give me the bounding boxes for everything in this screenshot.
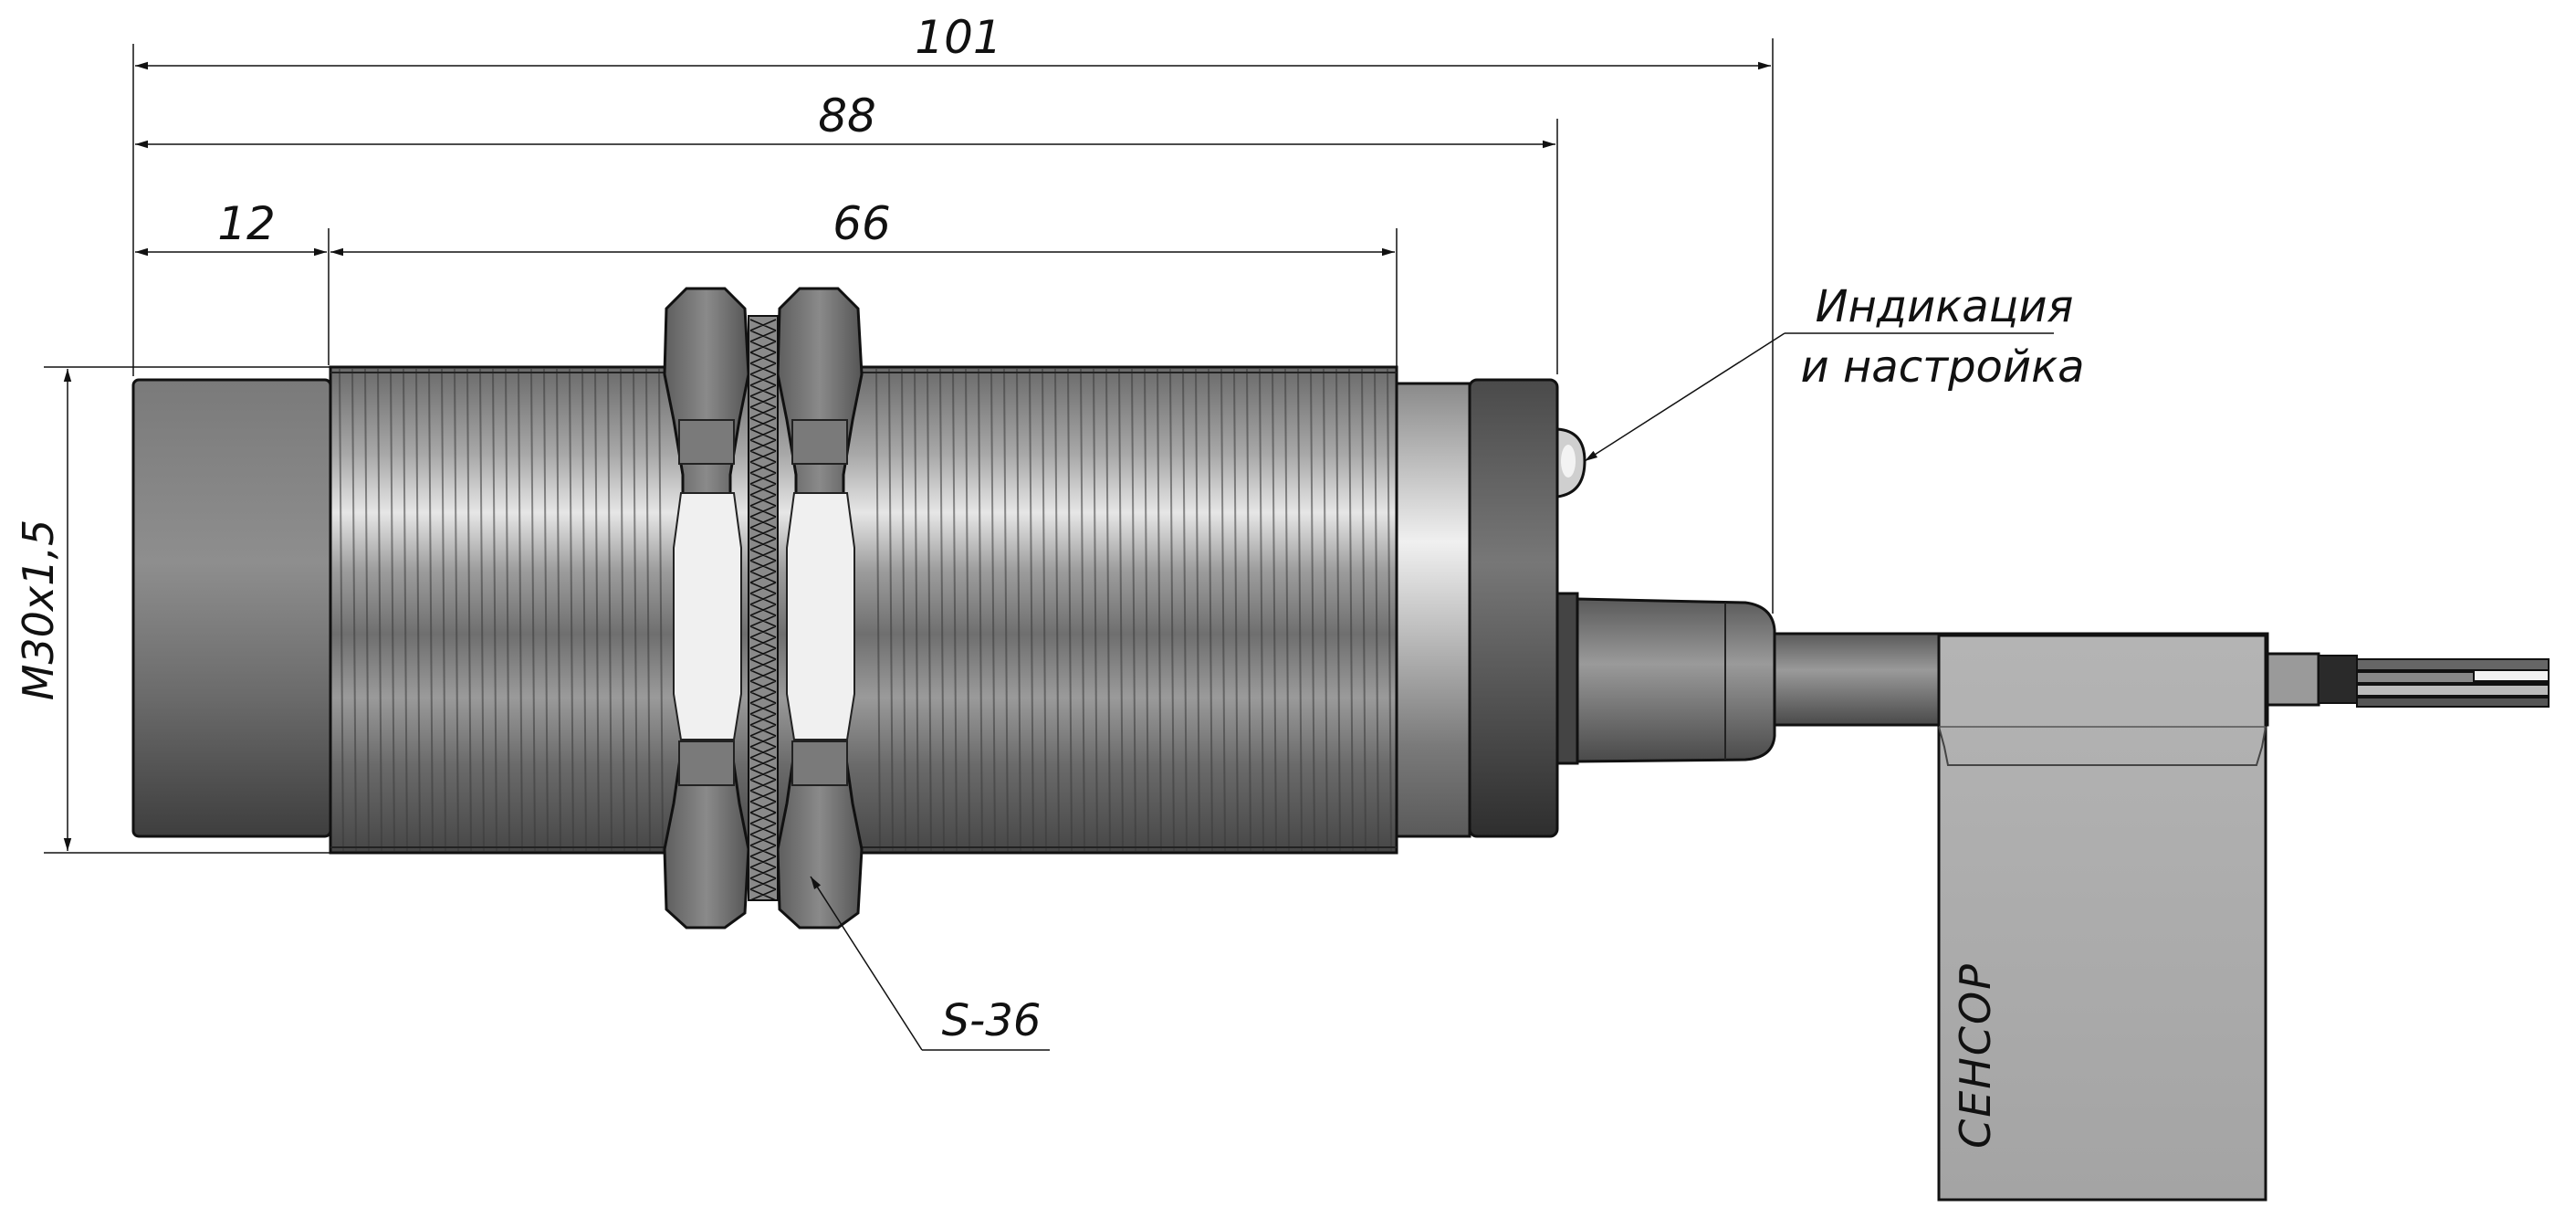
thread-line: [1335, 368, 1341, 852]
thread-line: [914, 368, 919, 852]
thread-line: [1220, 368, 1226, 852]
thread-line: [952, 368, 958, 852]
nut-left: [663, 287, 750, 929]
thread-line: [403, 368, 408, 852]
thread-line: [1284, 368, 1290, 852]
thread-line: [620, 368, 625, 852]
extension-lines: [44, 38, 1774, 854]
thread-line: [990, 368, 996, 852]
thread-line: [658, 368, 664, 852]
thread-line: [1387, 368, 1392, 852]
thread-line: [339, 368, 344, 852]
thread-line: [939, 368, 945, 852]
thread-line: [1246, 368, 1251, 852]
thread-line: [888, 368, 894, 852]
thread-line: [1118, 368, 1124, 852]
thread-line: [901, 368, 906, 852]
thread-line: [965, 368, 970, 852]
thread-line: [1144, 368, 1149, 852]
threaded-body: [329, 365, 1398, 855]
thread-line: [556, 368, 561, 852]
thread-line: [581, 368, 587, 852]
thread-line: [1029, 368, 1034, 852]
thread-line: [1182, 368, 1188, 852]
label-brand-text: СЕНСОР: [1951, 962, 2000, 1149]
thread-line: [1361, 368, 1367, 852]
callout-wrench-size: S-36: [942, 995, 1042, 1046]
thread-line: [1323, 368, 1328, 852]
thread-line: [1233, 368, 1239, 852]
thread-line: [594, 368, 600, 852]
thread-line: [479, 368, 485, 852]
thread-line: [518, 368, 523, 852]
thread-line: [351, 368, 357, 852]
nut-right: [776, 287, 864, 929]
thread-line: [1169, 368, 1175, 852]
thread-line: [927, 368, 932, 852]
thread-line: [1093, 368, 1098, 852]
thread-line: [1003, 368, 1009, 852]
thread-line: [1272, 368, 1277, 852]
cable-wires: [2356, 658, 2550, 708]
callout-indication-line2: и настройка: [1800, 341, 2084, 393]
metal-ring: [1395, 382, 1471, 838]
thread-line: [1131, 368, 1136, 852]
callout-indication: [1584, 332, 2054, 462]
thread-line: [978, 368, 983, 852]
thread-line: [1054, 368, 1060, 852]
thread-line: [633, 368, 638, 852]
washer-teeth: [749, 319, 777, 901]
back-housing: [1468, 378, 1559, 838]
thread-line: [441, 368, 446, 852]
thread-line: [1157, 368, 1162, 852]
thread-line: [428, 368, 434, 852]
dim-front-length: 12: [217, 197, 276, 250]
sensor-front-cap: [131, 378, 332, 838]
cable-gland: [1555, 592, 1776, 765]
callout-indication-line1: Индикация: [1816, 281, 2074, 332]
serrated-washer: [748, 315, 779, 901]
dim-thread-length: 66: [832, 197, 891, 250]
thread-line: [454, 368, 459, 852]
callout-wrench: [810, 876, 1050, 1051]
dim-body-length: 88: [818, 89, 876, 142]
thread-line: [1310, 368, 1315, 852]
thread-line: [492, 368, 497, 852]
thread-line: [1105, 368, 1111, 852]
thread-line: [607, 368, 613, 852]
thread-line: [1195, 368, 1200, 852]
thread-line: [466, 368, 472, 852]
thread-line: [505, 368, 510, 852]
thread-line: [543, 368, 549, 852]
thread-line: [1080, 368, 1085, 852]
thread-line: [377, 368, 382, 852]
thread-line: [875, 368, 881, 852]
thread-line: [1067, 368, 1073, 852]
thread-line: [530, 368, 536, 852]
thread-line: [1348, 368, 1354, 852]
thread-line: [1208, 368, 1213, 852]
thread-line: [1042, 368, 1047, 852]
thread-line: [364, 368, 370, 852]
dimension-lines: [63, 61, 1771, 851]
thread-line: [415, 368, 421, 852]
indicator-led: [1555, 427, 1586, 499]
thread-line: [1374, 368, 1379, 852]
thread-line: [569, 368, 574, 852]
dim-thread-size: M30x1,5: [14, 520, 63, 701]
thread-line: [1297, 368, 1303, 852]
thread-line: [1016, 368, 1021, 852]
thread-line: [390, 368, 395, 852]
label-tag: [1937, 634, 2267, 1202]
thread-line: [1259, 368, 1264, 852]
thread-lines: [339, 368, 1392, 852]
thread-line: [645, 368, 651, 852]
dim-overall-length: 101: [915, 11, 1001, 64]
